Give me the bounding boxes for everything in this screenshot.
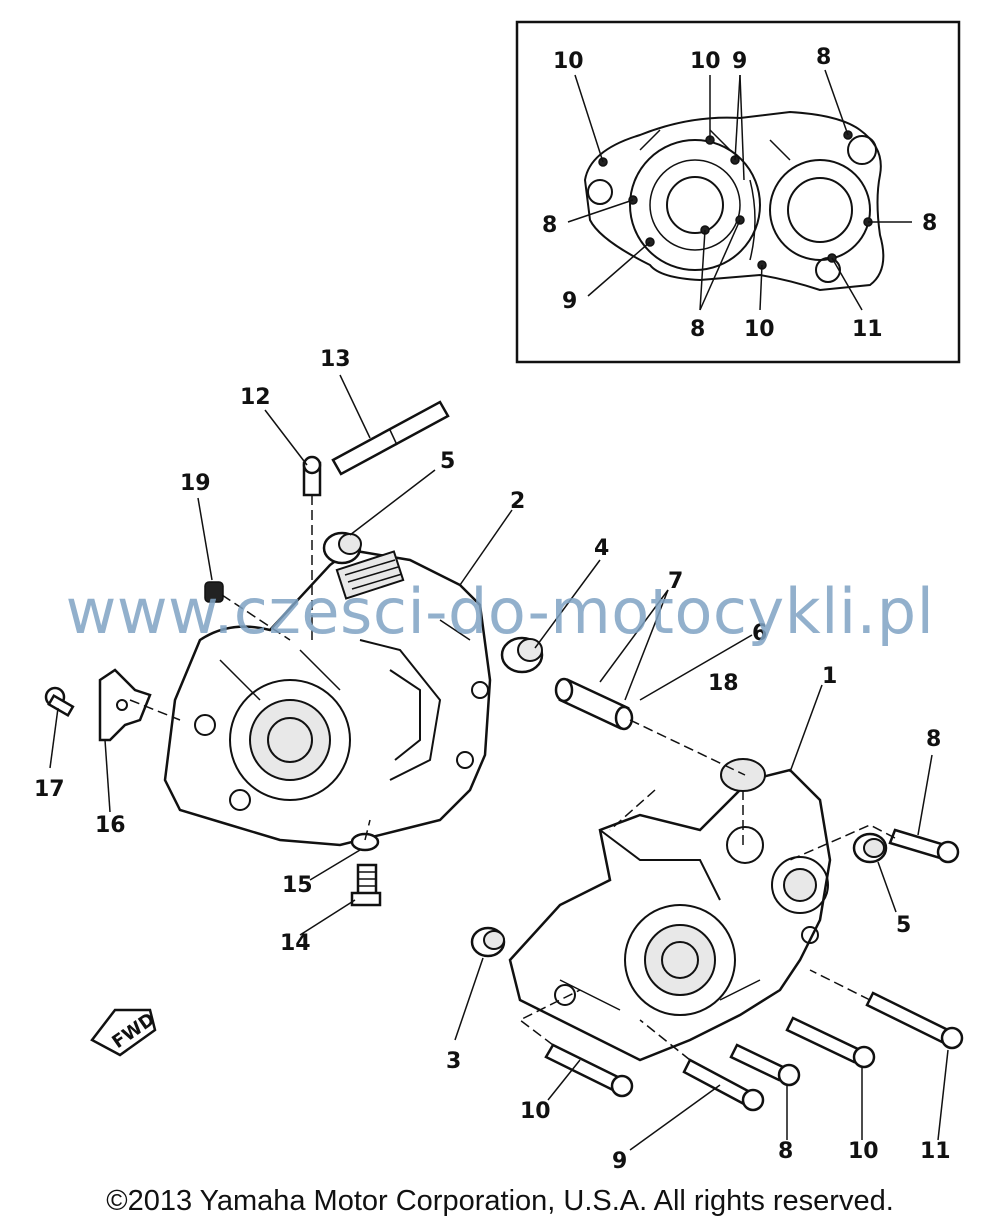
callout-13: 13 bbox=[320, 347, 351, 372]
part-12-fitting bbox=[302, 455, 322, 497]
part-17-bolt bbox=[44, 686, 75, 718]
callout-8-bottom: 8 bbox=[778, 1139, 793, 1164]
callout-inset-9-b: 9 bbox=[562, 289, 577, 314]
callout-11: 11 bbox=[920, 1139, 951, 1164]
callout-inset-8-c: 8 bbox=[922, 211, 937, 236]
callout-9: 9 bbox=[612, 1149, 627, 1174]
callout-16: 16 bbox=[95, 813, 126, 838]
part-16-bracket bbox=[98, 668, 152, 742]
inset-leaders bbox=[567, 69, 912, 311]
callout-3: 3 bbox=[446, 1049, 461, 1074]
bolt-10-lower-right bbox=[785, 1016, 876, 1069]
main-leader-lines bbox=[49, 374, 949, 1151]
callout-inset-8-b: 8 bbox=[542, 213, 557, 238]
callout-7: 7 bbox=[668, 569, 683, 594]
callout-8-top: 8 bbox=[926, 727, 941, 752]
part-18-cap bbox=[720, 758, 766, 792]
copyright-notice: ©2013 Yamaha Motor Corporation, U.S.A. A… bbox=[106, 1185, 894, 1217]
callout-5-right: 5 bbox=[896, 913, 911, 938]
inset-crankcase-outline bbox=[583, 110, 885, 292]
bolt-9-lower bbox=[682, 1058, 765, 1112]
callout-18: 18 bbox=[708, 671, 739, 696]
inset-boss-top-right bbox=[847, 135, 877, 165]
callout-2: 2 bbox=[510, 489, 525, 514]
inset-left-bore-outer bbox=[629, 139, 761, 271]
bolt-8-lower bbox=[729, 1043, 801, 1087]
callout-inset-10-b: 10 bbox=[690, 49, 721, 74]
callout-inset-8-d: 8 bbox=[690, 317, 705, 342]
callout-17: 17 bbox=[34, 777, 65, 802]
right-crankcase-half bbox=[508, 768, 832, 1062]
part-14-drain-bolt bbox=[350, 863, 382, 907]
inset-left-bore-mid bbox=[649, 159, 741, 251]
callout-inset-8-a: 8 bbox=[816, 45, 831, 70]
inset-boss-left bbox=[587, 179, 613, 205]
part-4-bushing bbox=[500, 636, 544, 674]
callout-inset-10-a: 10 bbox=[553, 49, 584, 74]
inset-left-bore-inner bbox=[666, 176, 724, 234]
inset-ribs bbox=[639, 129, 791, 261]
callout-inset-9-a: 9 bbox=[732, 49, 747, 74]
callout-inset-11: 11 bbox=[852, 317, 883, 342]
callout-5-top: 5 bbox=[440, 449, 455, 474]
inset-callouts: 10 10 9 8 8 8 9 8 10 11 bbox=[542, 45, 937, 342]
part-6-shaft bbox=[554, 677, 634, 731]
main-callouts: 13 12 5 19 2 4 7 6 18 1 8 17 16 15 14 5 … bbox=[34, 347, 951, 1174]
bolt-11-lower bbox=[865, 991, 964, 1050]
callout-6: 6 bbox=[752, 621, 767, 646]
callout-10-left: 10 bbox=[520, 1099, 551, 1124]
fwd-arrow: FWD bbox=[90, 1008, 159, 1057]
callout-19: 19 bbox=[180, 471, 211, 496]
part-5-collar-top bbox=[322, 531, 362, 565]
part-15-washer bbox=[350, 832, 380, 852]
part-3-dowel bbox=[470, 926, 506, 958]
callout-inset-10-c: 10 bbox=[744, 317, 775, 342]
inset-right-bore-inner bbox=[787, 177, 853, 243]
callout-12: 12 bbox=[240, 385, 271, 410]
bolt-8-top-right bbox=[888, 828, 960, 864]
inset-view bbox=[515, 20, 961, 364]
callout-1: 1 bbox=[822, 664, 837, 689]
callout-4: 4 bbox=[594, 536, 609, 561]
part-19-plug bbox=[204, 581, 224, 603]
callout-10-right: 10 bbox=[848, 1139, 879, 1164]
bolt-10-lower-left bbox=[544, 1043, 634, 1098]
callout-15: 15 bbox=[282, 873, 313, 898]
callout-14: 14 bbox=[280, 931, 311, 956]
part-13-pipe bbox=[331, 400, 450, 476]
part-5-collar-right bbox=[852, 832, 888, 864]
